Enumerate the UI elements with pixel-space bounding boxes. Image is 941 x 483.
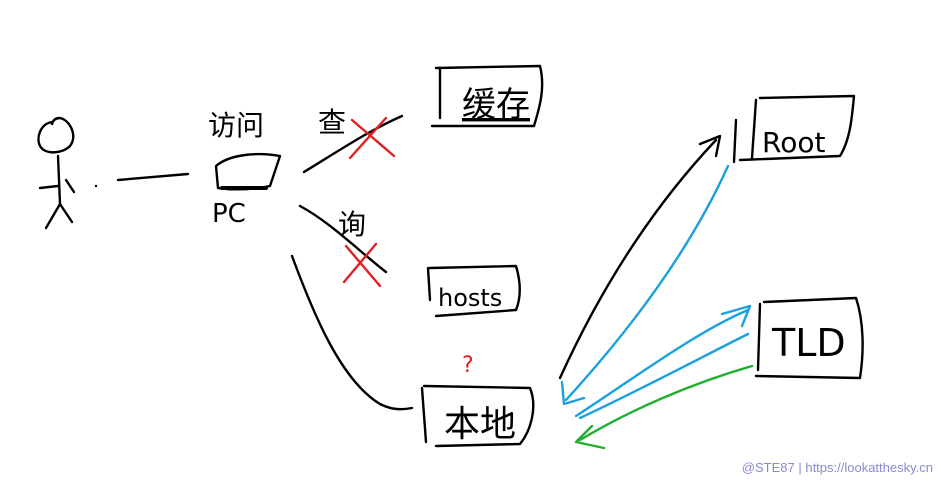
root-label: Root: [762, 126, 825, 159]
user-legs: [44, 202, 74, 230]
local-to-tld-arrow: [574, 304, 752, 418]
cache-label: 缓存: [462, 85, 530, 125]
local-to-root-arrow: [558, 134, 722, 380]
user-stick-figure: [37, 116, 76, 230]
hosts-label: hosts: [438, 284, 502, 312]
watermark: @STE87 | https://lookatthesky.cn: [741, 460, 933, 475]
question-mark: ?: [462, 353, 474, 378]
pc-to-local-line: [290, 254, 414, 411]
user-body: [56, 154, 62, 206]
pc-to-hosts-line: [298, 204, 388, 274]
tld-box: [754, 296, 864, 380]
root-to-local-arrow: [560, 164, 730, 406]
query-label-top: 查: [318, 106, 346, 139]
root-box: [732, 94, 856, 164]
hosts-cross-mark: [342, 242, 382, 288]
tld-to-local-line: [578, 332, 750, 420]
local-box: [420, 384, 535, 448]
pc-monitor: [214, 152, 282, 191]
dot: [94, 184, 98, 188]
visit-label: 访问: [208, 109, 264, 142]
pc-label: PC: [212, 199, 246, 229]
tld-label: TLD: [771, 321, 846, 365]
local-label: 本地: [444, 404, 516, 445]
cache-cross-mark: [348, 116, 396, 160]
tld-reply-arrow: [574, 364, 754, 450]
user-head: [37, 116, 75, 154]
pc-to-cache-line: [302, 114, 404, 174]
user-to-pc-line: [116, 172, 190, 182]
user-arms: [38, 178, 76, 194]
hosts-box: [426, 264, 521, 318]
cache-box: [430, 64, 544, 128]
